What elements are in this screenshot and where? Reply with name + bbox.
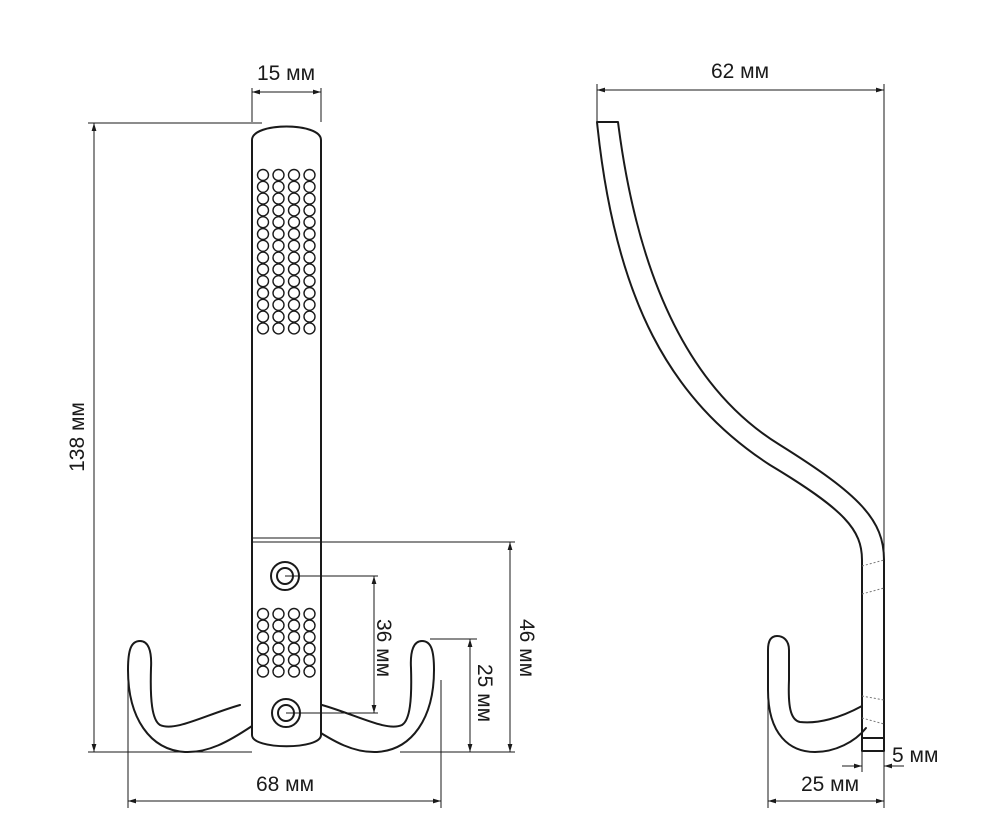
- perforation-dot: [287, 251, 301, 264]
- perforation-dot: [303, 310, 316, 323]
- perforation-dot: [287, 607, 301, 621]
- perforation-dot: [272, 180, 285, 194]
- perforation-dot: [272, 642, 285, 655]
- perforation-dot: [287, 275, 301, 288]
- perforation-dot: [256, 630, 270, 644]
- perforation-dot: [256, 275, 270, 288]
- perforation-dot: [287, 630, 301, 644]
- dim-label-46: 46 мм: [515, 619, 538, 677]
- perforation-dot: [256, 298, 270, 311]
- side-view: 62 мм 5 мм 25 мм: [596, 60, 938, 808]
- perforation-dot: [256, 286, 270, 300]
- perforation-dot: [256, 204, 270, 217]
- side-flange: [861, 737, 885, 752]
- perforation-dot: [256, 227, 270, 241]
- perforation-dot: [256, 180, 270, 194]
- dim-label-62: 62 мм: [711, 60, 769, 83]
- dim-label-25-front: 25 мм: [473, 664, 496, 722]
- perforation-dot: [272, 286, 285, 300]
- dim-label-36: 36 мм: [372, 619, 395, 677]
- lower-dot-pattern: [256, 607, 316, 678]
- perforation-dot: [303, 275, 316, 288]
- perforation-dot: [303, 298, 316, 311]
- perforation-dot: [272, 630, 285, 644]
- dim-label-5: 5 мм: [892, 744, 938, 767]
- dim-label-68: 68 мм: [256, 773, 314, 796]
- perforation-dot: [303, 180, 316, 194]
- perforation-dot: [272, 619, 285, 632]
- perforation-dot: [272, 607, 285, 621]
- perforation-dot: [303, 251, 316, 264]
- perforation-dot: [287, 298, 301, 311]
- side-hook: [767, 635, 867, 753]
- perforation-dot: [256, 653, 270, 667]
- dim-label-25-side: 25 мм: [801, 773, 859, 796]
- perforation-dot: [303, 642, 316, 655]
- perforation-dot: [256, 263, 270, 276]
- perforation-dot: [303, 263, 316, 276]
- perforation-dot: [287, 204, 301, 217]
- perforation-dot: [272, 204, 285, 217]
- perforation-dot: [303, 215, 316, 229]
- perforation-dot: [287, 215, 301, 229]
- perforation-dot: [303, 630, 316, 644]
- perforation-dot: [287, 192, 301, 205]
- perforation-dot: [287, 619, 301, 632]
- perforation-dot: [303, 168, 316, 182]
- perforation-dot: [256, 665, 270, 678]
- perforation-dot: [256, 642, 270, 655]
- perforation-dot: [272, 665, 285, 678]
- perforation-dot: [303, 322, 316, 335]
- perforation-dot: [256, 215, 270, 229]
- perforation-dot: [272, 298, 285, 311]
- perforation-dot: [287, 286, 301, 300]
- perforation-dot: [287, 310, 301, 323]
- dim-label-138: 138 мм: [66, 402, 89, 472]
- perforation-dot: [303, 665, 316, 678]
- perforation-dot: [287, 263, 301, 276]
- perforation-dot: [272, 275, 285, 288]
- perforation-dot: [272, 310, 285, 323]
- perforation-dot: [287, 653, 301, 667]
- perforation-dot: [256, 322, 270, 335]
- perforation-dot: [303, 227, 316, 241]
- perforation-dot: [287, 239, 301, 253]
- perforation-dot: [256, 192, 270, 205]
- perforation-dot: [287, 665, 301, 678]
- dim-label-15: 15 мм: [257, 62, 315, 85]
- perforation-dot: [272, 322, 285, 335]
- perforation-dot: [287, 642, 301, 655]
- upper-dot-pattern: [256, 168, 316, 335]
- front-view: 15 мм 138 мм 36 мм 46 мм 25 мм 68 мм: [66, 62, 538, 808]
- perforation-dot: [303, 204, 316, 217]
- perforation-dot: [272, 192, 285, 205]
- perforation-dot: [256, 251, 270, 264]
- perforation-dot: [272, 653, 285, 667]
- perforation-dot: [256, 239, 270, 253]
- perforation-dot: [272, 227, 285, 241]
- perforation-dot: [272, 251, 285, 264]
- perforation-dot: [256, 607, 270, 621]
- perforation-dot: [256, 310, 270, 323]
- perforation-dot: [303, 286, 316, 300]
- perforation-dot: [272, 168, 285, 182]
- perforation-dot: [272, 215, 285, 229]
- perforation-dot: [303, 619, 316, 632]
- perforation-dot: [287, 322, 301, 335]
- perforation-dot: [272, 239, 285, 253]
- perforation-dot: [287, 227, 301, 241]
- perforation-dot: [287, 180, 301, 194]
- perforation-dot: [272, 263, 285, 276]
- perforation-dot: [256, 168, 270, 182]
- perforation-dot: [256, 619, 270, 632]
- perforation-dot: [303, 607, 316, 621]
- perforation-dot: [303, 653, 316, 667]
- perforation-dot: [287, 168, 301, 182]
- perforation-dot: [303, 239, 316, 253]
- side-body: [596, 121, 885, 739]
- perforation-dot: [303, 192, 316, 205]
